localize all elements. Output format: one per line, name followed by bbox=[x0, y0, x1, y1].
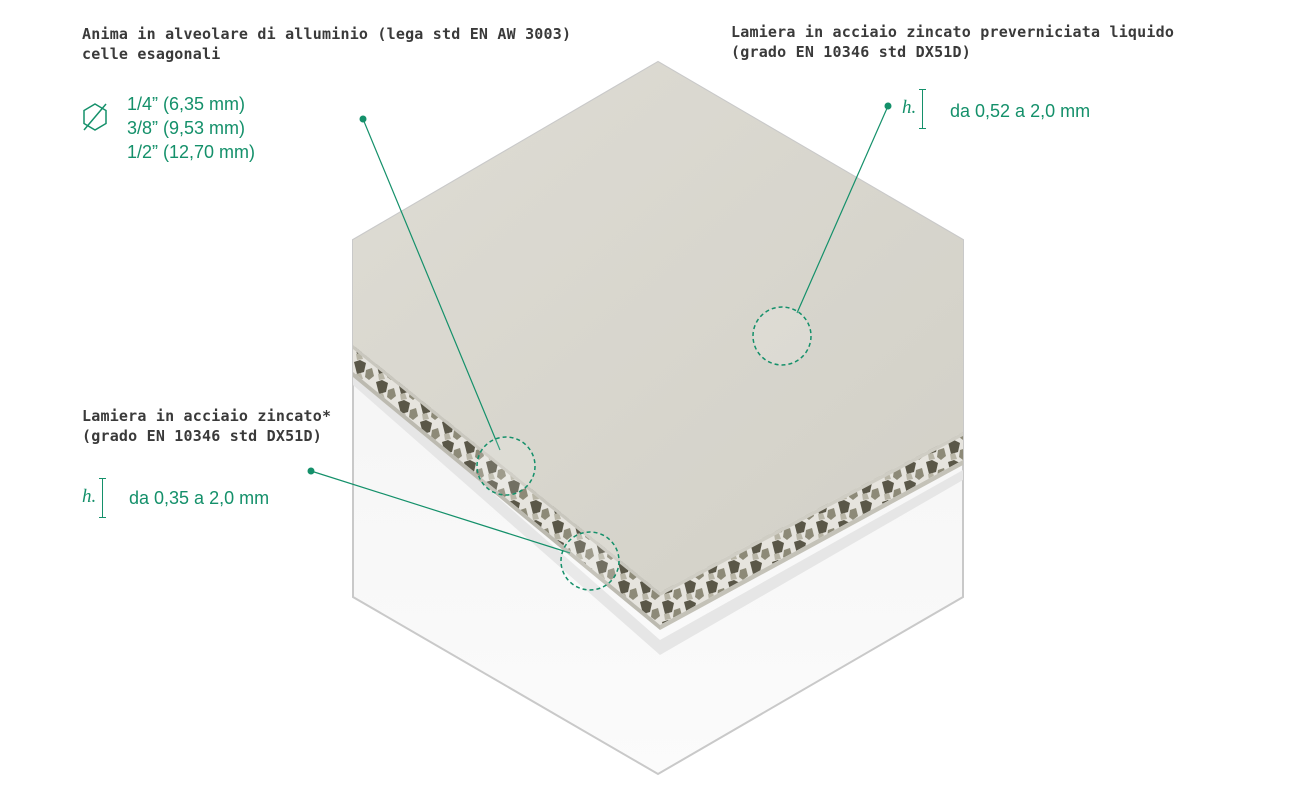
core-size-item: 1/4” (6,35 mm) bbox=[127, 94, 246, 114]
top-painted-sheet bbox=[353, 62, 963, 592]
core-leader-line bbox=[362, 118, 501, 451]
bottom-sheet-label: Lamiera in acciaio zincato* (grado EN 10… bbox=[82, 406, 331, 446]
bottom-sheet-edge bbox=[353, 372, 660, 630]
top-sheet-leader-line bbox=[796, 105, 889, 314]
honeycomb-core-right-edge bbox=[660, 432, 963, 625]
top-sheet-thickness: da 0,52 a 2,0 mm bbox=[950, 101, 1091, 121]
core-size-item: 3/8” (9,53 mm) bbox=[127, 118, 246, 138]
core-leader-dot bbox=[359, 115, 367, 123]
top-sheet-title-line1: Lamiera in acciaio zincato preverniciata… bbox=[731, 23, 1175, 41]
core-title-line2: celle esagonali bbox=[82, 45, 221, 63]
top-sheet-h-symbol: h. bbox=[902, 97, 917, 118]
bottom-sheet-leader-dot bbox=[307, 467, 315, 475]
top-sheet-title-line2: (grado EN 10346 std DX51D) bbox=[731, 43, 971, 61]
core-label: Anima in alveolare di alluminio (lega st… bbox=[82, 24, 571, 64]
top-sheet-highlight-circle bbox=[752, 306, 812, 366]
core-title-line1: Anima in alveolare di alluminio (lega st… bbox=[82, 25, 572, 43]
top-sheet-thickness-bracket bbox=[919, 89, 926, 129]
bottom-sheet-title-line1: Lamiera in acciaio zincato* bbox=[82, 407, 332, 425]
bottom-sheet-h-symbol: h. bbox=[82, 486, 97, 507]
top-sheet-label: Lamiera in acciaio zincato preverniciata… bbox=[731, 22, 1174, 62]
top-sheet-leader-dot bbox=[884, 102, 892, 110]
diameter-icon bbox=[83, 103, 107, 131]
bottom-sheet-leader-line bbox=[310, 470, 571, 554]
honeycomb-core-left-edge bbox=[353, 345, 660, 625]
core-size-item: 1/2” (12,70 mm) bbox=[127, 142, 256, 162]
core-sizes-list: 1/4” (6,35 mm) 3/8” (9,53 mm) 1/2” (12,7… bbox=[127, 92, 255, 164]
bottom-sheet-thickness-bracket bbox=[99, 478, 106, 518]
core-highlight-circle bbox=[476, 436, 536, 496]
bottom-sheet-highlight-circle bbox=[560, 531, 620, 591]
bottom-sheet-title-line2: (grado EN 10346 std DX51D) bbox=[82, 427, 322, 445]
bottom-sheet-thickness: da 0,35 a 2,0 mm bbox=[129, 488, 270, 508]
